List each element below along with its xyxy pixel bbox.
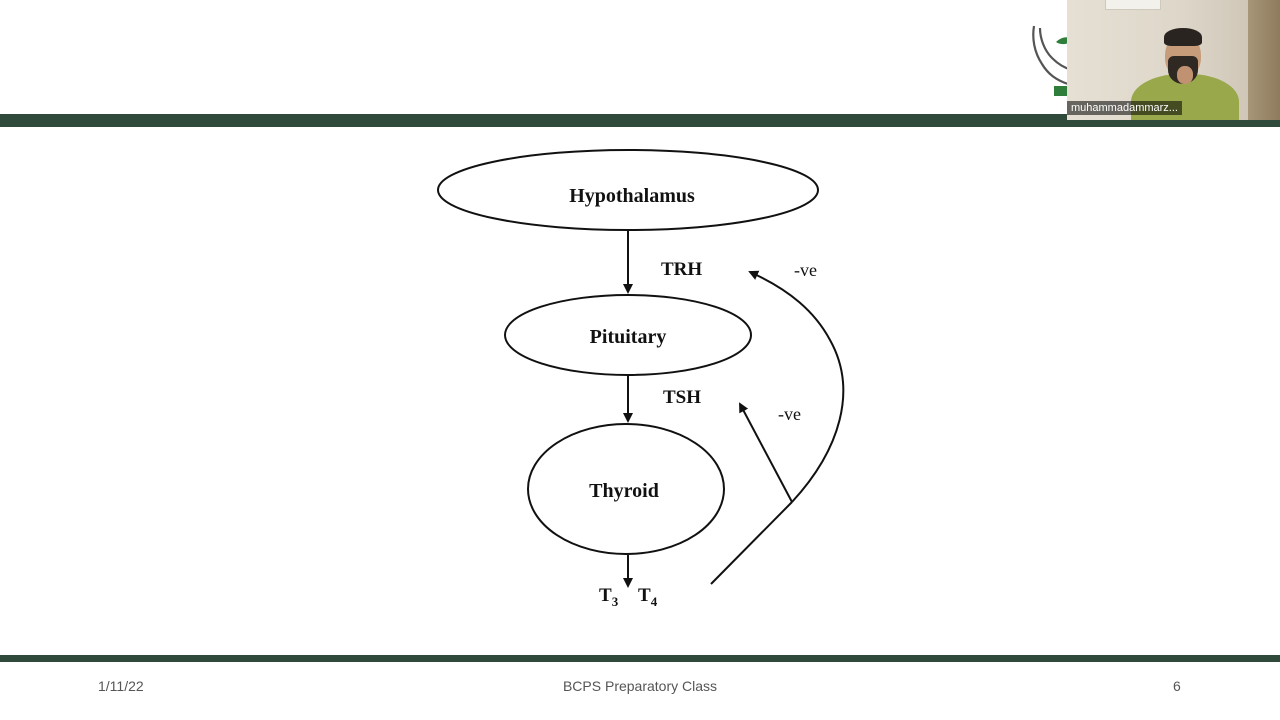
slide-footer-band <box>0 655 1280 662</box>
slide-header-band <box>0 114 1280 127</box>
tsh-label: TSH <box>663 387 701 408</box>
video-ac-unit <box>1105 0 1161 10</box>
trh-label: TRH <box>661 259 702 280</box>
footer-page-number: 6 <box>1173 678 1181 694</box>
t3-label: T3 <box>599 585 619 609</box>
thyroid-node <box>527 423 725 555</box>
feedback-trunk <box>710 501 793 585</box>
feedback-arrow-trh <box>748 270 845 503</box>
pituitary-label: Pituitary <box>590 326 667 348</box>
feedback-label-tsh: -ve <box>778 404 801 424</box>
hypothalamus-label: Hypothalamus <box>569 185 695 207</box>
participant-name-tag: muhammadammarz... <box>1067 101 1182 115</box>
hand-leaf-icon <box>1032 25 1074 98</box>
feedback-label-trh: -ve <box>794 260 817 280</box>
pituitary-node <box>504 294 752 376</box>
video-curtain <box>1248 0 1280 120</box>
footer-title: BCPS Preparatory Class <box>562 678 718 694</box>
t4-label: T4 <box>638 585 658 609</box>
thyroid-label: Thyroid <box>589 480 659 502</box>
participant-video-tile[interactable]: muhammadammarz... <box>1067 0 1280 120</box>
participant-hair <box>1164 28 1202 46</box>
participant-hand <box>1177 66 1193 84</box>
footer-date: 1/11/22 <box>98 678 144 694</box>
feedback-arrow-tsh <box>739 402 793 503</box>
